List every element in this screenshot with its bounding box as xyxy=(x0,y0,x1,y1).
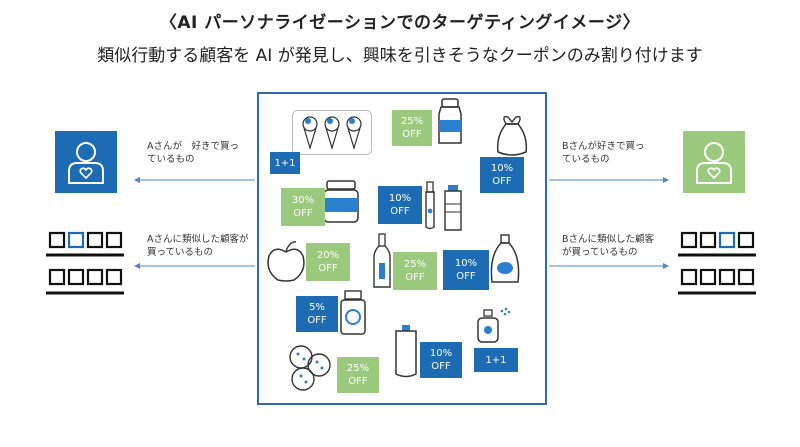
similar-customers-b-label: Bさんに類似した顧客 が買っているもの xyxy=(562,234,655,258)
lotion-tube-icon xyxy=(393,324,419,380)
customer-a-label: Aさんが 好きで買っ ているもの xyxy=(147,141,239,165)
coupon-badge-25off-drink: 25% OFF xyxy=(392,110,432,146)
similar-customers-b-grid-icon xyxy=(678,229,756,307)
coupon-badge-10off-lotion: 10% OFF xyxy=(420,342,462,378)
ice-cream-icon xyxy=(292,110,372,155)
customer-b-person-icon xyxy=(683,131,745,193)
apple-icon xyxy=(264,239,308,283)
wine-bottle-icon xyxy=(372,233,392,289)
toothpaste-icon xyxy=(442,184,464,232)
coupon-badge-10off-toothbrush: 10% OFF xyxy=(378,186,422,224)
coupon-badge-10off-detergent: 10% OFF xyxy=(443,250,489,290)
coupon-badge-30off-jar: 30% OFF xyxy=(281,188,325,226)
product-coupon-panel xyxy=(257,92,547,405)
similar-customers-a-label: Aさんに類似した顧客が 買っているもの xyxy=(147,234,249,258)
page-title: 〈AI パーソナライゼーションでのターゲティングイメージ〉 xyxy=(159,13,641,33)
drink-bottle-icon xyxy=(436,98,464,146)
coupon-badge-1plus1-perfume: 1+1 xyxy=(474,348,518,372)
coupon-badge-5off-pillbottle: 5% OFF xyxy=(296,296,338,332)
pill-bottle-icon xyxy=(338,290,368,336)
coupon-badge-10off-trashbag: 10% OFF xyxy=(480,157,524,193)
coupon-badge-25off-wine: 25% OFF xyxy=(393,252,437,290)
jar-icon xyxy=(322,180,360,224)
perfume-icon xyxy=(474,306,518,344)
similar-customers-a-grid-icon xyxy=(46,229,124,307)
cookies-icon xyxy=(285,343,337,393)
detergent-bottle-icon xyxy=(488,234,522,284)
toothbrush-icon xyxy=(422,181,438,231)
coupon-badge-1plus1-icecream: 1+1 xyxy=(270,152,300,174)
customer-b-label: Bさんが好きで買っ ているもの xyxy=(562,141,645,165)
trash-bag-icon xyxy=(495,114,529,158)
coupon-badge-20off-apple: 20% OFF xyxy=(306,243,350,281)
customer-a-person-icon xyxy=(55,131,117,193)
page-subtitle: 類似行動する顧客を AI が発見し、興味を引きそうなクーポンのみ割り付けます xyxy=(97,46,703,66)
coupon-badge-25off-cookies: 25% OFF xyxy=(337,357,379,393)
